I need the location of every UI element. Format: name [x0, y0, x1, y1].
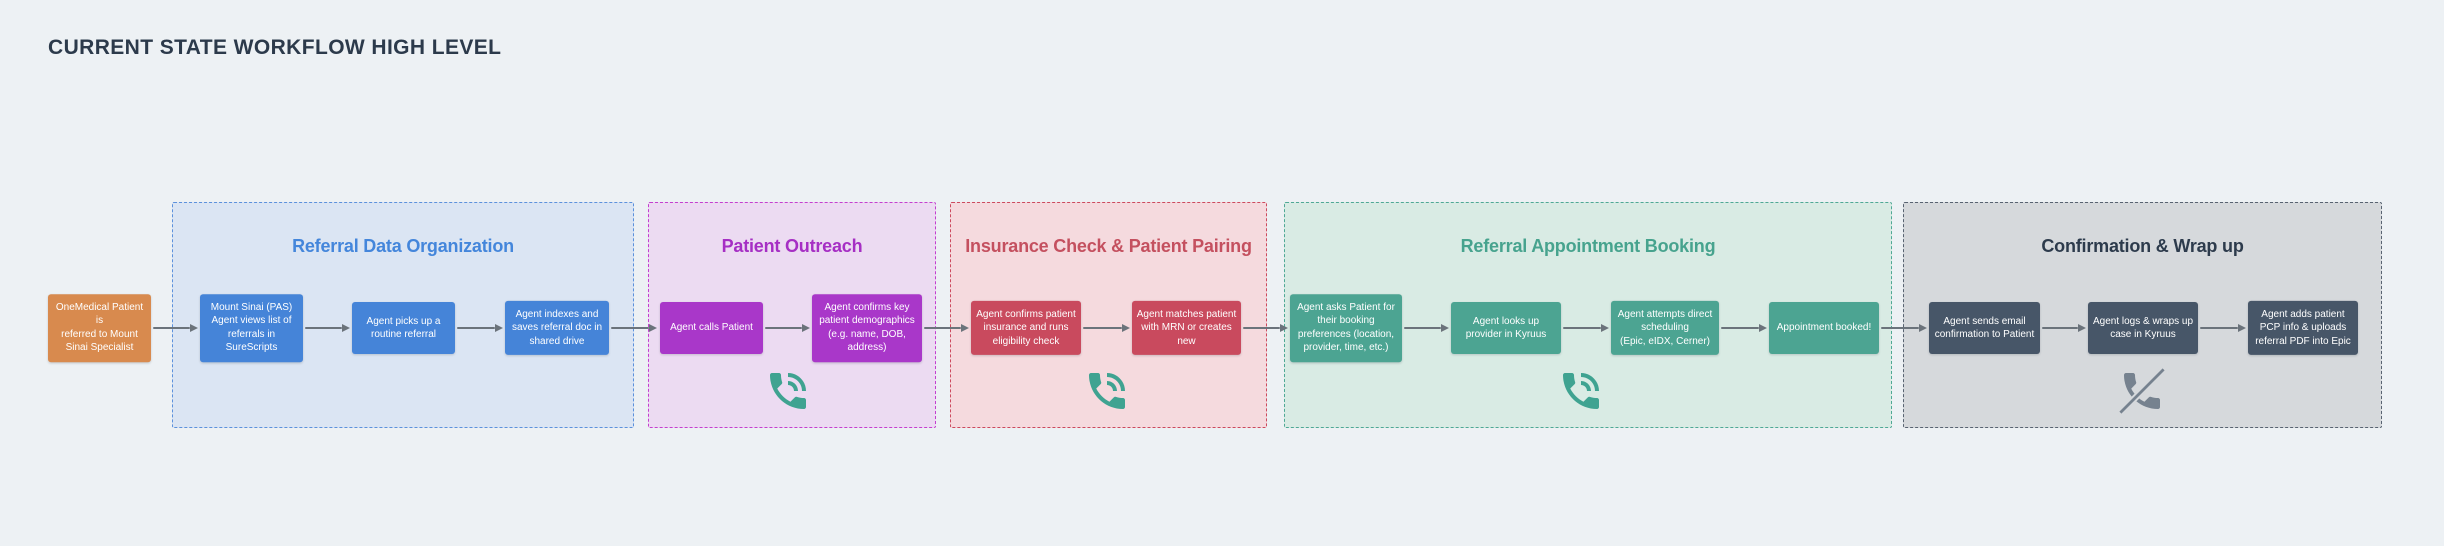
step-box: Agent sends email confirmation to Patien…: [1929, 302, 2040, 354]
flow-arrow: [457, 322, 503, 333]
flow-arrow: [153, 322, 198, 333]
step-box: Mount Sinai (PAS) Agent views list of re…: [200, 294, 303, 362]
phone-in-talk-icon: [764, 367, 812, 415]
step-box: Agent confirms key patient demographics …: [812, 294, 922, 362]
step-box: Appointment booked!: [1769, 302, 1879, 354]
phone-slash-icon: [2118, 367, 2166, 415]
page-title: CURRENT STATE WORKFLOW HIGH LEVEL: [48, 36, 502, 59]
step-box: Agent calls Patient: [660, 302, 763, 354]
step-box: Agent logs & wraps up case in Kyruus: [2088, 302, 2198, 354]
flow-arrow: [1881, 322, 1927, 333]
step-box: Agent picks up a routine referral: [352, 302, 455, 354]
step-box: Agent confirms patient insurance and run…: [971, 300, 1081, 356]
step-box: Agent matches patient with MRN or create…: [1132, 300, 1241, 356]
flow-arrow: [924, 322, 969, 333]
flow-arrow: [765, 322, 810, 333]
section-title: Referral Appointment Booking: [1460, 236, 1716, 256]
flow-arrow: [2042, 322, 2086, 333]
phone-in-talk-icon: [1557, 367, 1605, 415]
step-box: Agent indexes and saves referral doc in …: [505, 300, 609, 356]
step-box: Agent adds patient PCP info & uploads re…: [2248, 300, 2358, 356]
section-title: Confirmation & Wrap up: [2041, 236, 2244, 256]
section-title: Patient Outreach: [721, 236, 863, 256]
flow-arrow: [305, 322, 350, 333]
start-node: OneMedical Patient is referred to Mount …: [48, 294, 151, 362]
flow-arrow: [611, 322, 657, 333]
phone-in-talk-icon: [1083, 367, 1131, 415]
step-box: Agent looks up provider in Kyruus: [1451, 302, 1561, 354]
flow-arrow: [2200, 322, 2246, 333]
flow-arrow: [1243, 322, 1288, 333]
flow-arrow: [1404, 322, 1449, 333]
flow-arrow: [1721, 322, 1767, 333]
step-box: Agent asks Patient for their booking pre…: [1290, 294, 1402, 362]
section-title: Insurance Check & Patient Pairing: [965, 236, 1252, 256]
step-box: Agent attempts direct scheduling (Epic, …: [1611, 300, 1719, 356]
flow-arrow: [1563, 322, 1609, 333]
section-title: Referral Data Organization: [292, 236, 514, 256]
flow-arrow: [1083, 322, 1130, 333]
